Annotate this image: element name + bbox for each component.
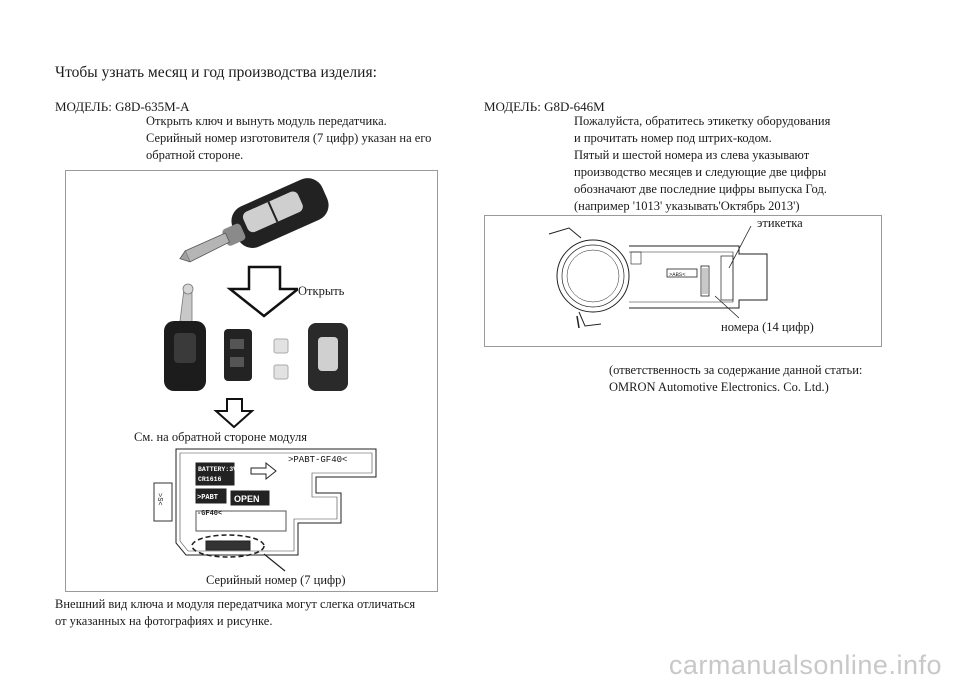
right-line: и прочитать номер под штрих-кодом. xyxy=(574,131,772,145)
left-instructions: Открыть ключ и вынуть модуль передатчика… xyxy=(146,113,431,164)
left-line: Серийный номер изготовителя (7 цифр) ука… xyxy=(146,131,432,145)
board-open-text: OPEN xyxy=(234,494,260,504)
right-line: обозначают две последние цифры выпуска Г… xyxy=(574,182,827,196)
see-back-caption: См. на обратной стороне модуля xyxy=(134,430,307,445)
ignition-module-icon xyxy=(548,225,768,329)
key-module-illustration: >PABT-GF40< BATTERY:3V CR1616 >PABT -GF4… xyxy=(153,178,377,572)
site-watermark: carmanualsonline.info xyxy=(668,650,942,680)
credit-line: (ответственность за содержание данной ст… xyxy=(609,363,863,377)
right-instructions: Пожалуйста, обратитесь этикетку оборудов… xyxy=(574,113,830,215)
board-side-text: >S< xyxy=(155,493,163,506)
digits-caption: номера (14 цифр) xyxy=(721,320,814,335)
left-line: Открыть ключ и вынуть модуль передатчика… xyxy=(146,114,387,128)
board-pabt-text: >PABT xyxy=(197,494,218,502)
board-abs-text: >ABS< xyxy=(669,271,686,278)
right-figure-frame: >ABS< этикетка номера (14 цифр) xyxy=(484,215,882,347)
credit-note: (ответственность за содержание данной ст… xyxy=(609,362,862,396)
left-figure-frame: >PABT-GF40< BATTERY:3V CR1616 >PABT -GF4… xyxy=(65,170,438,592)
page-heading: Чтобы узнать месяц и год производства из… xyxy=(55,64,377,81)
right-line: (например '1013' указывать'Октябрь 2013'… xyxy=(574,199,800,213)
label-caption: этикетка xyxy=(757,216,803,231)
immobilizer-illustration: >ABS< xyxy=(548,225,768,329)
key-fob-icon xyxy=(179,178,329,263)
down-arrow-icon xyxy=(213,398,255,429)
board-battery-text: BATTERY:3V xyxy=(198,466,237,473)
board-cell-text: CR1616 xyxy=(198,476,222,483)
footnote-line: от указанных на фотографиях и рисунке. xyxy=(55,614,273,628)
open-caption: Открыть xyxy=(298,284,345,299)
footnote-line: Внешний вид ключа и модуля передатчика м… xyxy=(55,597,416,611)
board-gf40-text: -GF40< xyxy=(197,510,222,518)
right-model-label: МОДЕЛЬ: G8D-646M xyxy=(484,99,605,114)
right-line: производство месяцев и следующие две циф… xyxy=(574,165,827,179)
down-arrow-icon xyxy=(226,265,302,318)
serial-caption: Серийный номер (7 цифр) xyxy=(206,573,346,588)
left-footnote: Внешний вид ключа и модуля передатчика м… xyxy=(55,596,415,630)
key-parts-icon xyxy=(164,283,348,391)
right-line: Пожалуйста, обратитесь этикетку оборудов… xyxy=(574,114,831,128)
left-line: обратной стороне. xyxy=(146,148,244,162)
right-line: Пятый и шестой номера из слева указывают xyxy=(574,148,810,162)
credit-line: OMRON Automotive Electronics. Co. Ltd.) xyxy=(609,380,829,394)
board-part-text: >PABT-GF40< xyxy=(288,455,347,465)
circuit-board-icon xyxy=(153,448,377,572)
left-model-label: МОДЕЛЬ: G8D-635M-A xyxy=(55,99,190,114)
